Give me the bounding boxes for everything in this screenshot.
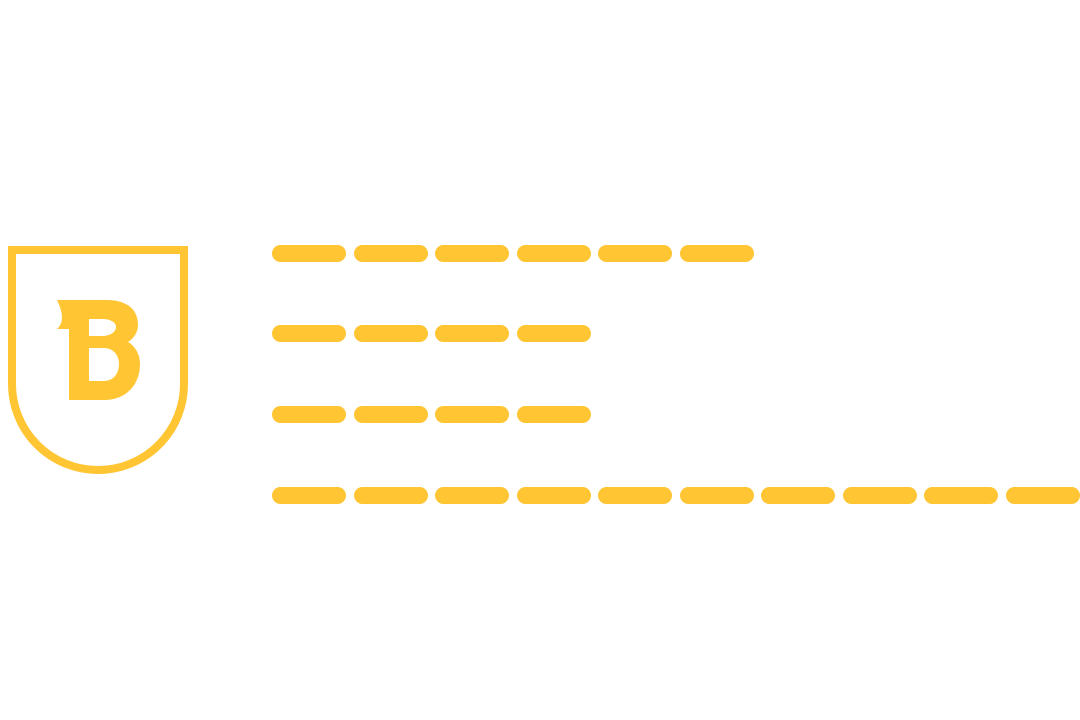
shield-outline [8,246,188,474]
placeholder-dash [435,325,509,342]
placeholder-dash [435,245,509,262]
placeholder-dash [843,487,917,504]
placeholder-dash [272,325,346,342]
placeholder-dash [517,245,591,262]
placeholder-dash [517,406,591,423]
placeholder-dash [680,487,754,504]
placeholder-dash [598,487,672,504]
placeholder-dash [1006,487,1080,504]
placeholder-dash [354,487,428,504]
placeholder-dash [517,325,591,342]
placeholder-dash [354,325,428,342]
placeholder-dash [680,245,754,262]
placeholder-dash [272,406,346,423]
placeholder-dash [435,487,509,504]
placeholder-dash [517,487,591,504]
placeholder-dash [435,406,509,423]
placeholder-dash [761,487,835,504]
placeholder-dash [354,406,428,423]
shield-b-logo-icon [8,246,188,474]
placeholder-dash [598,245,672,262]
placeholder-dash [272,245,346,262]
letter-b-mark [57,300,140,400]
placeholder-dash [354,245,428,262]
placeholder-dash [272,487,346,504]
placeholder-dash [924,487,998,504]
